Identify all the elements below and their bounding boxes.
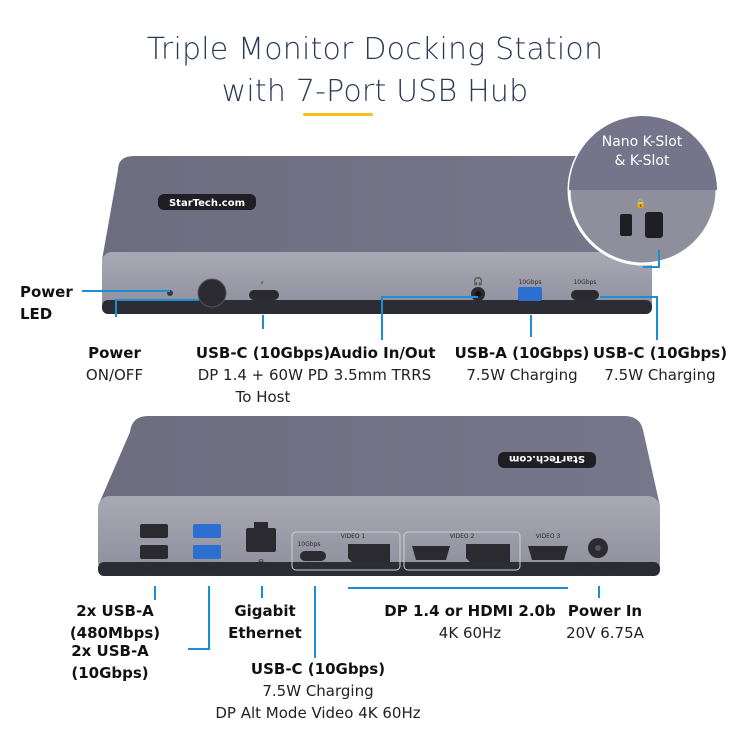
power-led-label: Power LED	[20, 283, 73, 323]
logo-text-rear: StarTech.com	[509, 453, 585, 464]
title-line-1: Triple Monitor Docking Station	[146, 32, 604, 67]
kslot-label: Nano K-Slot & K-Slot	[582, 133, 702, 171]
usb10-port-label: 10Gbps	[195, 565, 218, 572]
usbc-host-port	[249, 290, 279, 300]
svg-text:品: 品	[257, 559, 265, 568]
front-device: StarTech.com ⚡ 🎧 10Gbps 10Gbps 🔒	[102, 114, 719, 314]
kslot-label-1: Nano K-Slot	[601, 134, 683, 150]
rear-device: StarTech.com USB 2.0 10Gbps 品 10Gbps VID…	[98, 416, 660, 576]
usba-port-label: 10Gbps	[518, 279, 541, 286]
rear-usbc-port-label: 10Gbps	[297, 541, 320, 548]
dc-port-label: DC 20V 6.75A	[577, 565, 620, 572]
svg-text:🔒: 🔒	[635, 198, 646, 209]
power-label: Power ON/OFF	[85, 344, 144, 384]
startech-logo	[158, 194, 256, 210]
title-line-2: with 7-Port USB Hub	[221, 74, 529, 109]
usbc-front-label: USB-C (10Gbps) 7.5W Charging	[592, 344, 728, 384]
callout-line-led	[82, 290, 170, 292]
usba-front-label: USB-A (10Gbps) 7.5W Charging	[454, 344, 590, 384]
title-accent-underline	[303, 113, 373, 116]
rear-usbc-label: USB-C (10Gbps) 7.5W Charging DP Alt Mode…	[215, 660, 421, 722]
usb10-label: 2x USB-A (10Gbps)	[71, 642, 149, 682]
svg-text:🎧: 🎧	[473, 276, 483, 286]
svg-text:⚡: ⚡	[260, 280, 264, 287]
video-label: DP 1.4 or HDMI 2.0b 4K 60Hz	[384, 602, 556, 642]
kslot-label-2: & K-Slot	[614, 153, 670, 169]
power-in-label: Power In 20V 6.75A	[566, 602, 644, 642]
video2-label: VIDEO 2	[450, 533, 475, 540]
ethernet-label: Gigabit Ethernet	[228, 602, 302, 642]
video1-label: VIDEO 1	[341, 533, 366, 540]
usba-port-front	[518, 287, 542, 301]
video3-label: VIDEO 3	[536, 533, 561, 540]
power-button	[197, 278, 227, 308]
audio-label: Audio In/Out 3.5mm TRRS	[329, 344, 436, 384]
usbc-port-label: 10Gbps	[573, 279, 596, 286]
usbc-port-front	[571, 290, 599, 300]
usb2-port-label: USB 2.0	[142, 565, 166, 572]
usb2-label: 2x USB-A (480Mbps)	[69, 602, 161, 642]
logo-text-front: StarTech.com	[169, 198, 245, 209]
usbc-host-label: USB-C (10Gbps) DP 1.4 + 60W PD To Host	[195, 344, 331, 406]
